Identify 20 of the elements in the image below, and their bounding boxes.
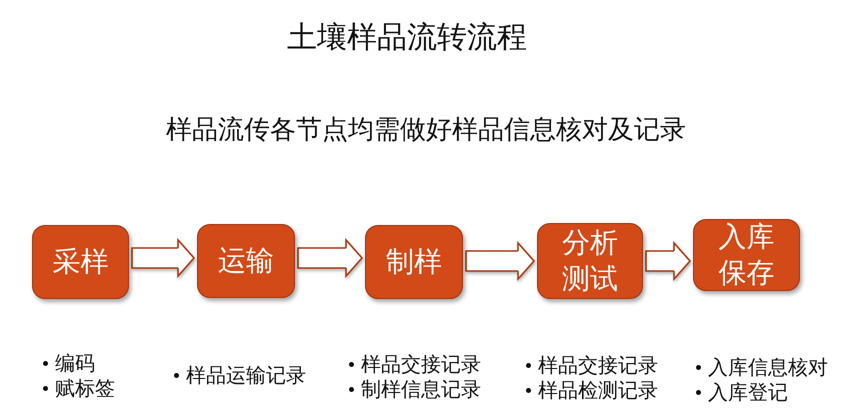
process-box: 采样	[32, 225, 129, 299]
list-item: 赋标签	[55, 374, 115, 402]
list-item: 样品运输记录	[186, 362, 306, 388]
list-item: 样品交接记录	[538, 352, 658, 378]
block-arrow	[645, 242, 691, 280]
list-item: 样品检测记录	[538, 376, 658, 404]
block-arrow	[131, 239, 195, 277]
process-box: 运输	[197, 224, 295, 298]
diagram-title: 土壤样品流转流程	[287, 20, 527, 56]
list-item: 样品交接记录	[361, 350, 481, 378]
list-item: 制样信息记录	[361, 376, 481, 402]
block-arrow	[297, 239, 363, 277]
subtitle: 样品流传各节点均需做好样品信息核对及记录	[166, 116, 686, 146]
process-box: 制样	[365, 225, 463, 299]
list-item: 编码	[55, 350, 95, 376]
block-arrow	[465, 242, 535, 280]
process-box: 分析测试	[537, 223, 643, 299]
process-box: 入库保存	[693, 219, 800, 291]
list-item: 入库信息核对	[708, 354, 828, 380]
list-item: 入库登记	[708, 378, 788, 406]
